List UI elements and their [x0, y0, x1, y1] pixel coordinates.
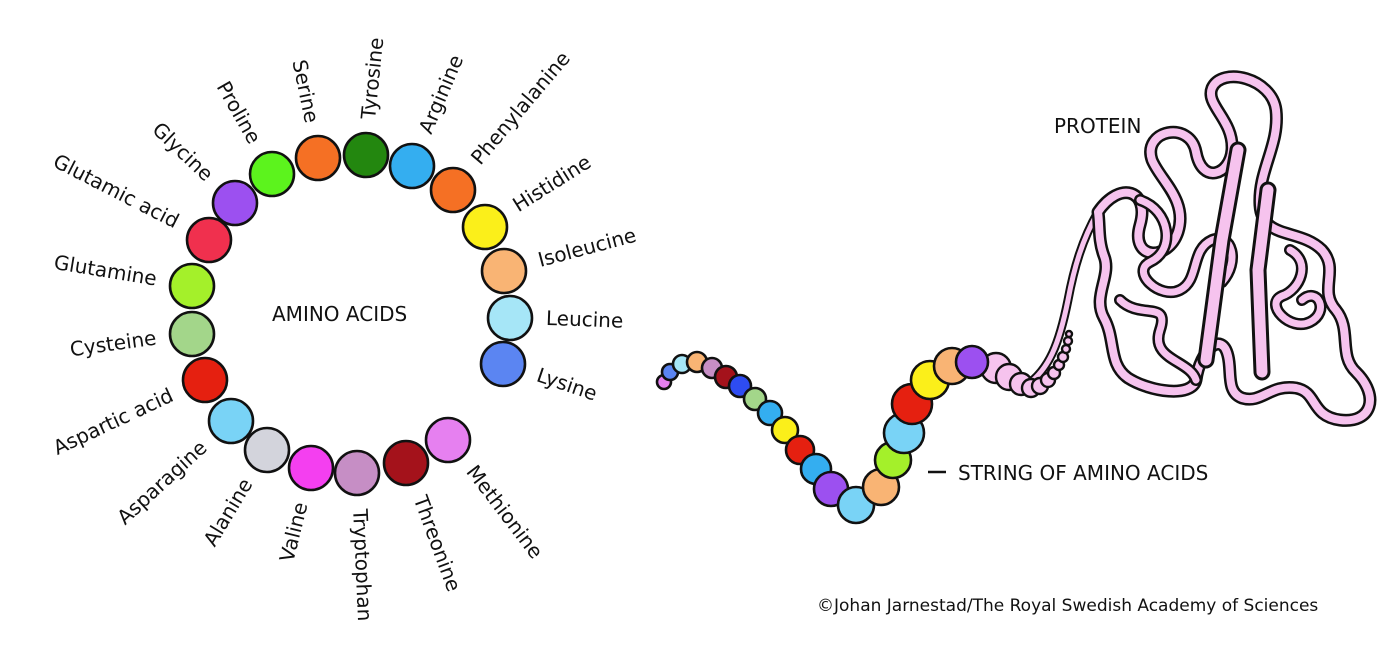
amino-acid-valine-label: Valine [275, 500, 313, 564]
amino-acid-glutamine-label: Glutamine [52, 250, 158, 290]
amino-acid-proline-label: Proline [212, 77, 266, 148]
amino-acid-leucine-bead [486, 294, 534, 342]
amino-acid-histidine-label: Histidine [508, 150, 595, 217]
protein-chain-bead-11 [1062, 335, 1074, 347]
amino-acid-valine-bead [287, 444, 335, 492]
credit-line: ©Johan Jarnestad/The Royal Swedish Acade… [817, 596, 1318, 616]
amino-acid-glycine-label: Glycine [148, 117, 219, 186]
amino-acid-cysteine-bead [168, 310, 216, 358]
amino-acid-arginine-bead [388, 142, 436, 190]
amino-acid-phenylalanine-label: Phenylalanine [466, 47, 575, 170]
string-bead-21 [954, 344, 990, 380]
protein-chain-bead-12 [1064, 329, 1074, 339]
protein-title: PROTEIN [1054, 114, 1141, 138]
amino-acid-serine-label: Serine [288, 58, 324, 125]
amino-acid-aspartic-acid-bead [181, 356, 229, 404]
amino-acid-serine-bead [294, 134, 342, 182]
string-bead-10 [770, 415, 800, 445]
amino-acid-threonine-bead [382, 439, 430, 487]
amino-acid-leucine-label: Leucine [546, 306, 624, 333]
amino-acid-tryptophan-bead [333, 449, 381, 497]
amino-acid-asparagine-label: Asparagine [112, 435, 211, 529]
amino-acid-alanine-bead [243, 426, 291, 474]
amino-acids-title: AMINO ACIDS [272, 302, 407, 326]
amino-acid-arginine-label: Arginine [414, 51, 469, 137]
amino-acid-methionine-label: Methionine [462, 460, 549, 563]
protein-chain-bead-10 [1060, 343, 1072, 355]
amino-acid-proline-bead [248, 150, 296, 198]
amino-acid-lysine-label: Lysine [534, 363, 601, 406]
amino-acid-glutamic-acid-label: Glutamic acid [50, 149, 184, 233]
amino-acid-threonine-label: Threonine [408, 491, 466, 594]
amino-acid-tyrosine-bead [342, 131, 390, 179]
amino-acid-glutamic-acid-bead [185, 216, 233, 264]
protein-ribbon [1017, 70, 1377, 427]
amino-acid-phenylalanine-bead [429, 166, 477, 214]
amino-acid-tryptophan-label: Tryptophan [348, 507, 377, 621]
amino-acid-lysine-bead [479, 340, 527, 388]
string-title: STRING OF AMINO ACIDS [958, 461, 1208, 485]
amino-acid-tyrosine-label: Tyrosine [356, 36, 388, 121]
amino-acid-asparagine-bead [207, 397, 255, 445]
amino-acid-cysteine-label: Cysteine [68, 326, 157, 362]
amino-acid-methionine-bead [424, 416, 472, 464]
amino-acid-glycine-bead [211, 179, 259, 227]
amino-acid-isoleucine-label: Isoleucine [535, 223, 638, 272]
amino-acid-histidine-bead [461, 203, 509, 251]
amino-acid-labels: Lysine Leucine Isoleucine HistidinePhenylal… [49, 36, 638, 621]
amino-acid-ring [168, 131, 534, 497]
amino-acid-isoleucine-bead [480, 247, 528, 295]
amino-acid-glutamine-bead [168, 262, 216, 310]
amino-acid-string [655, 344, 990, 525]
amino-acid-aspartic-acid-label: Aspartic acid [49, 383, 176, 460]
amino-acid-alanine-label: Alanine [198, 474, 257, 550]
